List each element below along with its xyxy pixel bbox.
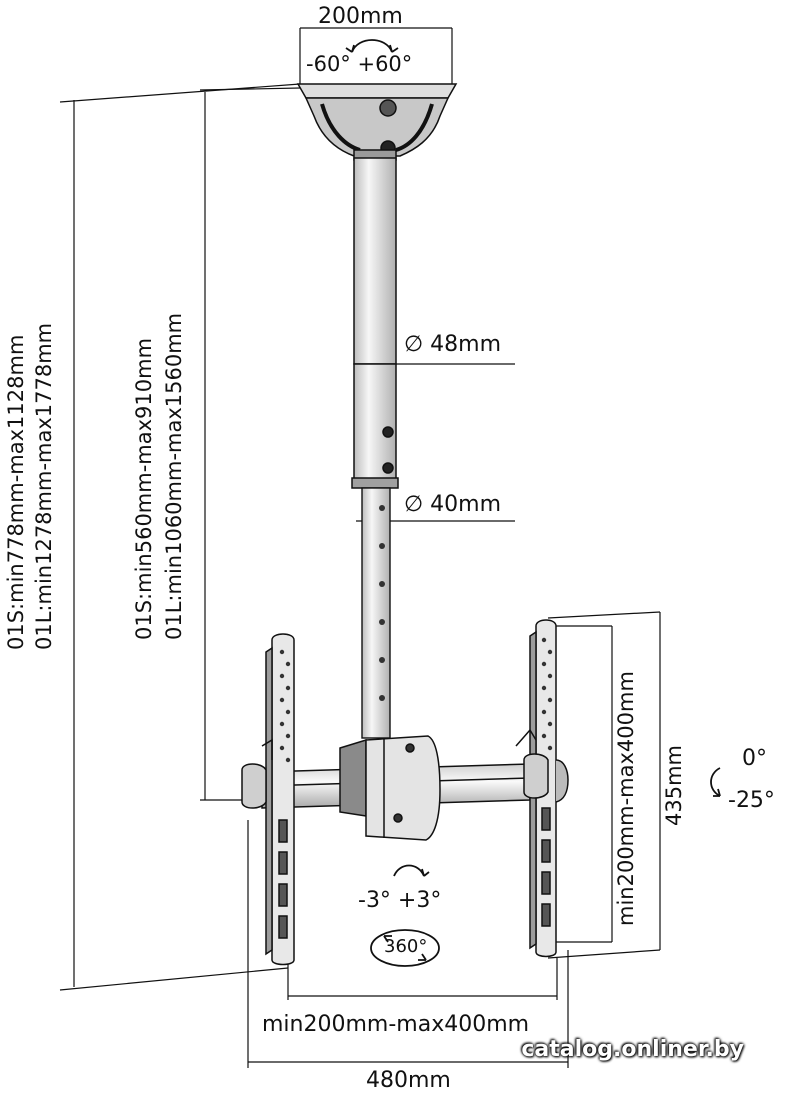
lower-pole <box>361 487 391 739</box>
upper-pole <box>351 157 399 489</box>
swivel-label: -60° +60° <box>306 52 413 76</box>
overall-height-l-label: 01L:min1278mm-max1778mm <box>32 322 56 650</box>
top-width-label: 200mm <box>318 4 403 29</box>
tilt-bottom-label: -25° <box>728 788 775 813</box>
overall-height-s-label: 01S:min778mm-max1128mm <box>4 334 28 650</box>
ceiling-plate <box>296 83 458 161</box>
right-bracket <box>515 619 569 958</box>
head-unit <box>339 735 441 841</box>
left-bracket <box>241 633 295 966</box>
pole-height-l-label: 01L:min1060mm-max1560mm <box>162 312 186 640</box>
bracket-height-label: 435mm <box>662 745 686 826</box>
rotation-label: 360° <box>384 936 428 957</box>
tilt-top-label: 0° <box>742 746 767 771</box>
bracket-spacing-horizontal-label: min200mm-max400mm <box>262 1012 530 1037</box>
total-width-label: 480mm <box>366 1068 451 1093</box>
watermark: catalog.onliner.by <box>521 1037 744 1062</box>
upper-diameter-value: 48mm <box>430 332 502 357</box>
bracket-spacing-vertical-label: min200mm-max400mm <box>614 671 638 926</box>
rotation-arrows <box>345 39 721 967</box>
lower-diameter-label: ∅ 40mm <box>404 494 501 516</box>
diameter-icon: ∅ <box>404 332 424 357</box>
roll-label: -3° +3° <box>358 888 442 913</box>
diameter-icon: ∅ <box>404 492 424 517</box>
lower-diameter-value: 40mm <box>430 492 502 517</box>
pole-height-s-label: 01S:min560mm-max910mm <box>132 337 156 640</box>
upper-diameter-label: ∅ 48mm <box>404 334 501 356</box>
